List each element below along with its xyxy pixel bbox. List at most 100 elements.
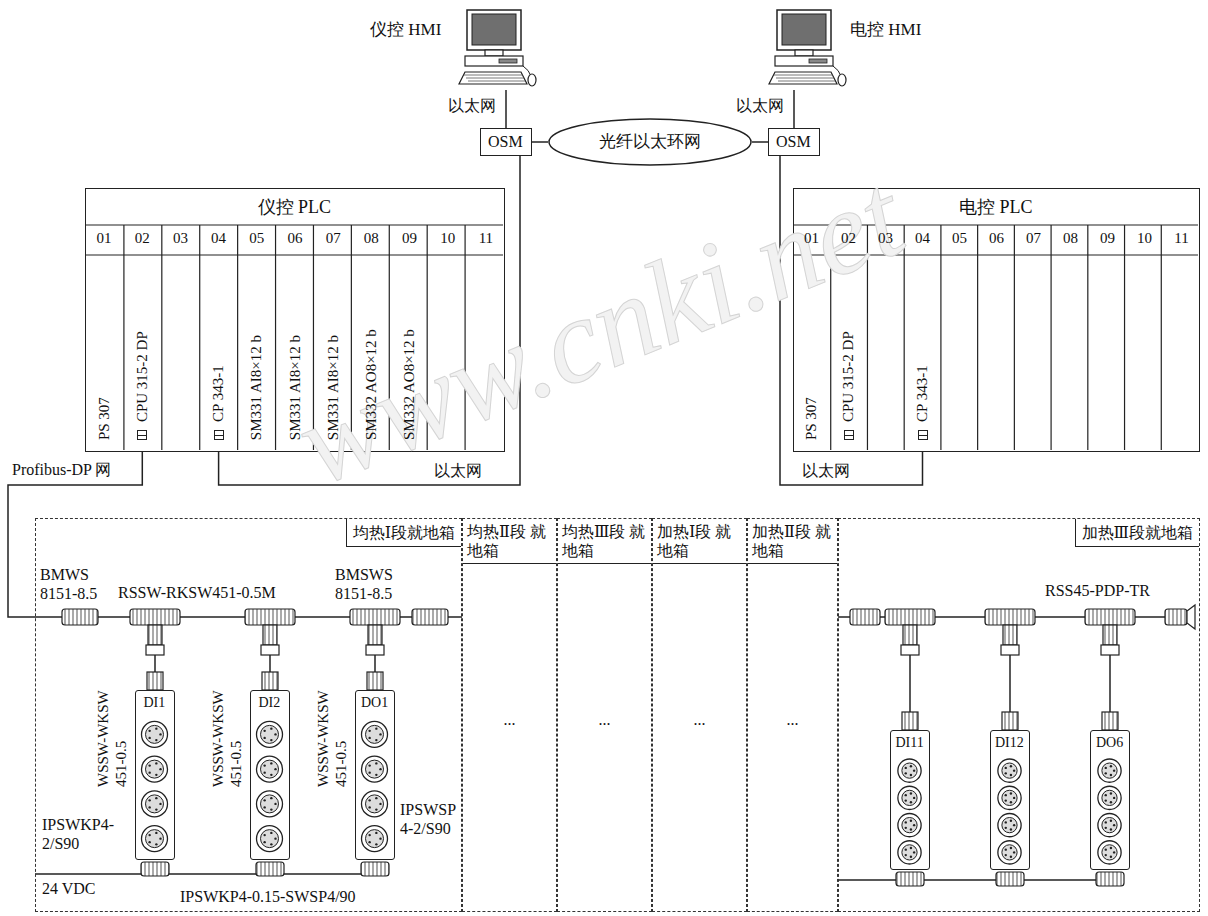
io-sockets [991,731,1028,868]
mod-node: CP 343-1 [904,255,941,452]
slot-number: 06 [978,229,1015,247]
mod-node: PS 307 [85,255,123,452]
hmil-node: 仪控 HMI [370,8,535,90]
part-label: BMSWS 8151-8.5 [335,565,407,603]
slot-number: 03 [867,229,904,247]
io-label: DI1 [144,695,166,711]
slot-number: 07 [1015,229,1052,247]
io-node: DO1 [355,690,395,860]
slot-number: 10 [429,229,467,247]
edge-label: 以太网 [800,462,852,480]
box-title: 加热Ⅰ段 就地箱 [653,519,746,564]
module-label: SM331 AI8×12 b [248,335,265,440]
plc-title: 电控 PLC [959,197,1033,218]
slot-number: 08 [352,229,390,247]
part-label: ... [462,710,557,729]
computer-icon [765,8,847,90]
io-label: DO1 [361,695,388,711]
ring-node: 光纤以太环网 [548,118,752,166]
part-label: IPSWKP4-2/S90 [42,815,122,853]
module-label: CP 343-1 [210,365,227,422]
part-label: 24 VDC [42,880,96,898]
part-label: IPSWSP 4-2/S90 [400,800,460,838]
box1-node: 加热Ⅲ段就地箱 DI11 DI12 DO6 [838,518,1200,912]
module-label: SM332 AO8×12 b [401,329,418,440]
io-label: DI11 [896,735,924,751]
cable-line [505,90,507,128]
part-label: ... [747,710,838,729]
cable-line [752,141,768,143]
io-node: DI11 [890,730,930,870]
port-square [137,430,147,440]
slot-number: 01 [793,229,830,247]
io-sockets [891,731,928,868]
module-label: CPU 315-2 DP [134,331,151,422]
module-label: PS 307 [95,397,112,440]
port-square [214,430,224,440]
slot-number: 09 [390,229,428,247]
osm-label: OSM [776,133,811,151]
slot-number: 05 [941,229,978,247]
slot-number: 11 [1163,229,1200,247]
slot-number: 10 [1126,229,1163,247]
module-label: SM331 AI8×12 b [325,335,342,440]
edge-label: 以太网 [432,462,484,480]
box-title: 均热Ⅱ段 就地箱 [463,519,556,564]
osm-node: OSM [768,128,820,156]
part-label: WSSW-WKSW 451-0.5 [94,683,130,787]
slot-number: 04 [200,229,238,247]
module-label: PS 307 [803,397,820,440]
computer-icon [455,8,537,90]
box-title: 加热Ⅲ段就地箱 [1075,519,1199,547]
slot-number: 11 [467,229,505,247]
slot-number: 05 [238,229,276,247]
part-label: ... [557,710,652,729]
box-title: 均热Ⅰ段就地箱 [346,519,461,547]
hmi-label: 电控 HMI [850,20,921,40]
edge-label: 以太网 [446,97,498,115]
module-label: CPU 315-2 DP [840,331,857,422]
slot-number: 09 [1089,229,1126,247]
osm-node: OSM [480,128,532,156]
slot-number: 03 [161,229,199,247]
part-label: RSS45-PDP-TR [1045,582,1150,600]
module-label: SM332 AO8×12 b [363,329,380,440]
part-label: BMWS 8151-8.5 [40,565,110,603]
mod-node: CP 343-1 [200,255,238,452]
module-label: CP 343-1 [914,365,931,422]
module-label: SM331 AI8×12 b [286,335,303,440]
io-node: DI2 [250,690,290,860]
io-label: DO6 [1096,735,1123,751]
io-sockets [136,691,173,858]
cable-line [532,141,548,143]
part-label: ... [652,710,747,729]
slot-number: 06 [276,229,314,247]
io-label: DI12 [995,735,1024,751]
mod-node: CPU 315-2 DP [123,255,161,452]
slot-number: 02 [830,229,867,247]
part-label: RSSW-RKSW451-0.5M [118,584,276,602]
hmir-node: 电控 HMI [760,8,925,90]
part-label: WSSW-WKSW 451-0.5 [209,683,245,787]
io-node: DI12 [990,730,1030,870]
slot-number: 01 [85,229,123,247]
mod-node: SM331 AI8×12 b [238,255,276,452]
edge-label: 以太网 [734,97,786,115]
plc-title: 仪控 PLC [258,197,332,218]
slot-number: 02 [123,229,161,247]
edge-label: Profibus-DP 网 [10,461,113,479]
port-square [918,430,928,440]
ring-label: 光纤以太环网 [599,132,701,152]
slot-number: 07 [314,229,352,247]
hmi-label: 仪控 HMI [370,20,441,40]
osm-label: OSM [488,133,523,151]
box-title: 加热Ⅱ段 就地箱 [748,519,837,564]
io-label: DI2 [259,695,281,711]
slot-number: 08 [1052,229,1089,247]
io-node: DI1 [135,690,175,860]
io-sockets [1091,731,1128,868]
cable-line [793,90,795,128]
part-label: IPSWKP4-0.15-SWSP4/90 [180,888,356,906]
io-sockets [251,691,288,858]
